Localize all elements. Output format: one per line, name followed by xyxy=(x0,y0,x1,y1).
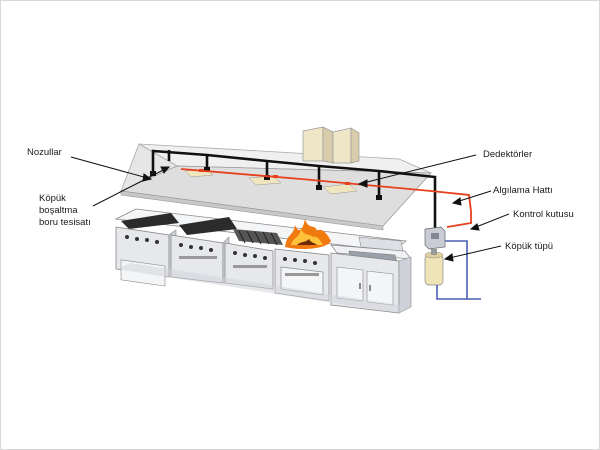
detection-line xyxy=(180,168,472,228)
label-foam-pipe-3: boru tesisatı xyxy=(39,217,91,228)
foam-piping xyxy=(151,149,437,231)
callout-arrows xyxy=(70,154,510,262)
cooking-line xyxy=(114,208,412,314)
label-foam-pipe-2: boşaltma xyxy=(39,205,78,216)
foam-tube xyxy=(424,249,444,286)
label-detection-line: Algılama Hattı xyxy=(493,185,553,196)
supply-pipe xyxy=(436,240,481,300)
control-box xyxy=(424,226,446,250)
exhaust-duct xyxy=(302,126,360,164)
label-control-box: Kontrol kutusu xyxy=(513,209,574,220)
exhaust-hood xyxy=(119,143,432,231)
detectors xyxy=(199,169,350,185)
nozzles xyxy=(150,167,382,200)
label-nozzles: Nozullar xyxy=(27,147,62,158)
griddle-middle xyxy=(170,217,237,284)
fire-flames xyxy=(285,219,331,249)
label-foam-pipe-1: Köpük xyxy=(39,193,66,204)
label-detectors: Dedektörler xyxy=(483,149,532,160)
label-foam-tube: Köpük tüpü xyxy=(505,241,553,252)
grill-grate xyxy=(224,229,283,290)
